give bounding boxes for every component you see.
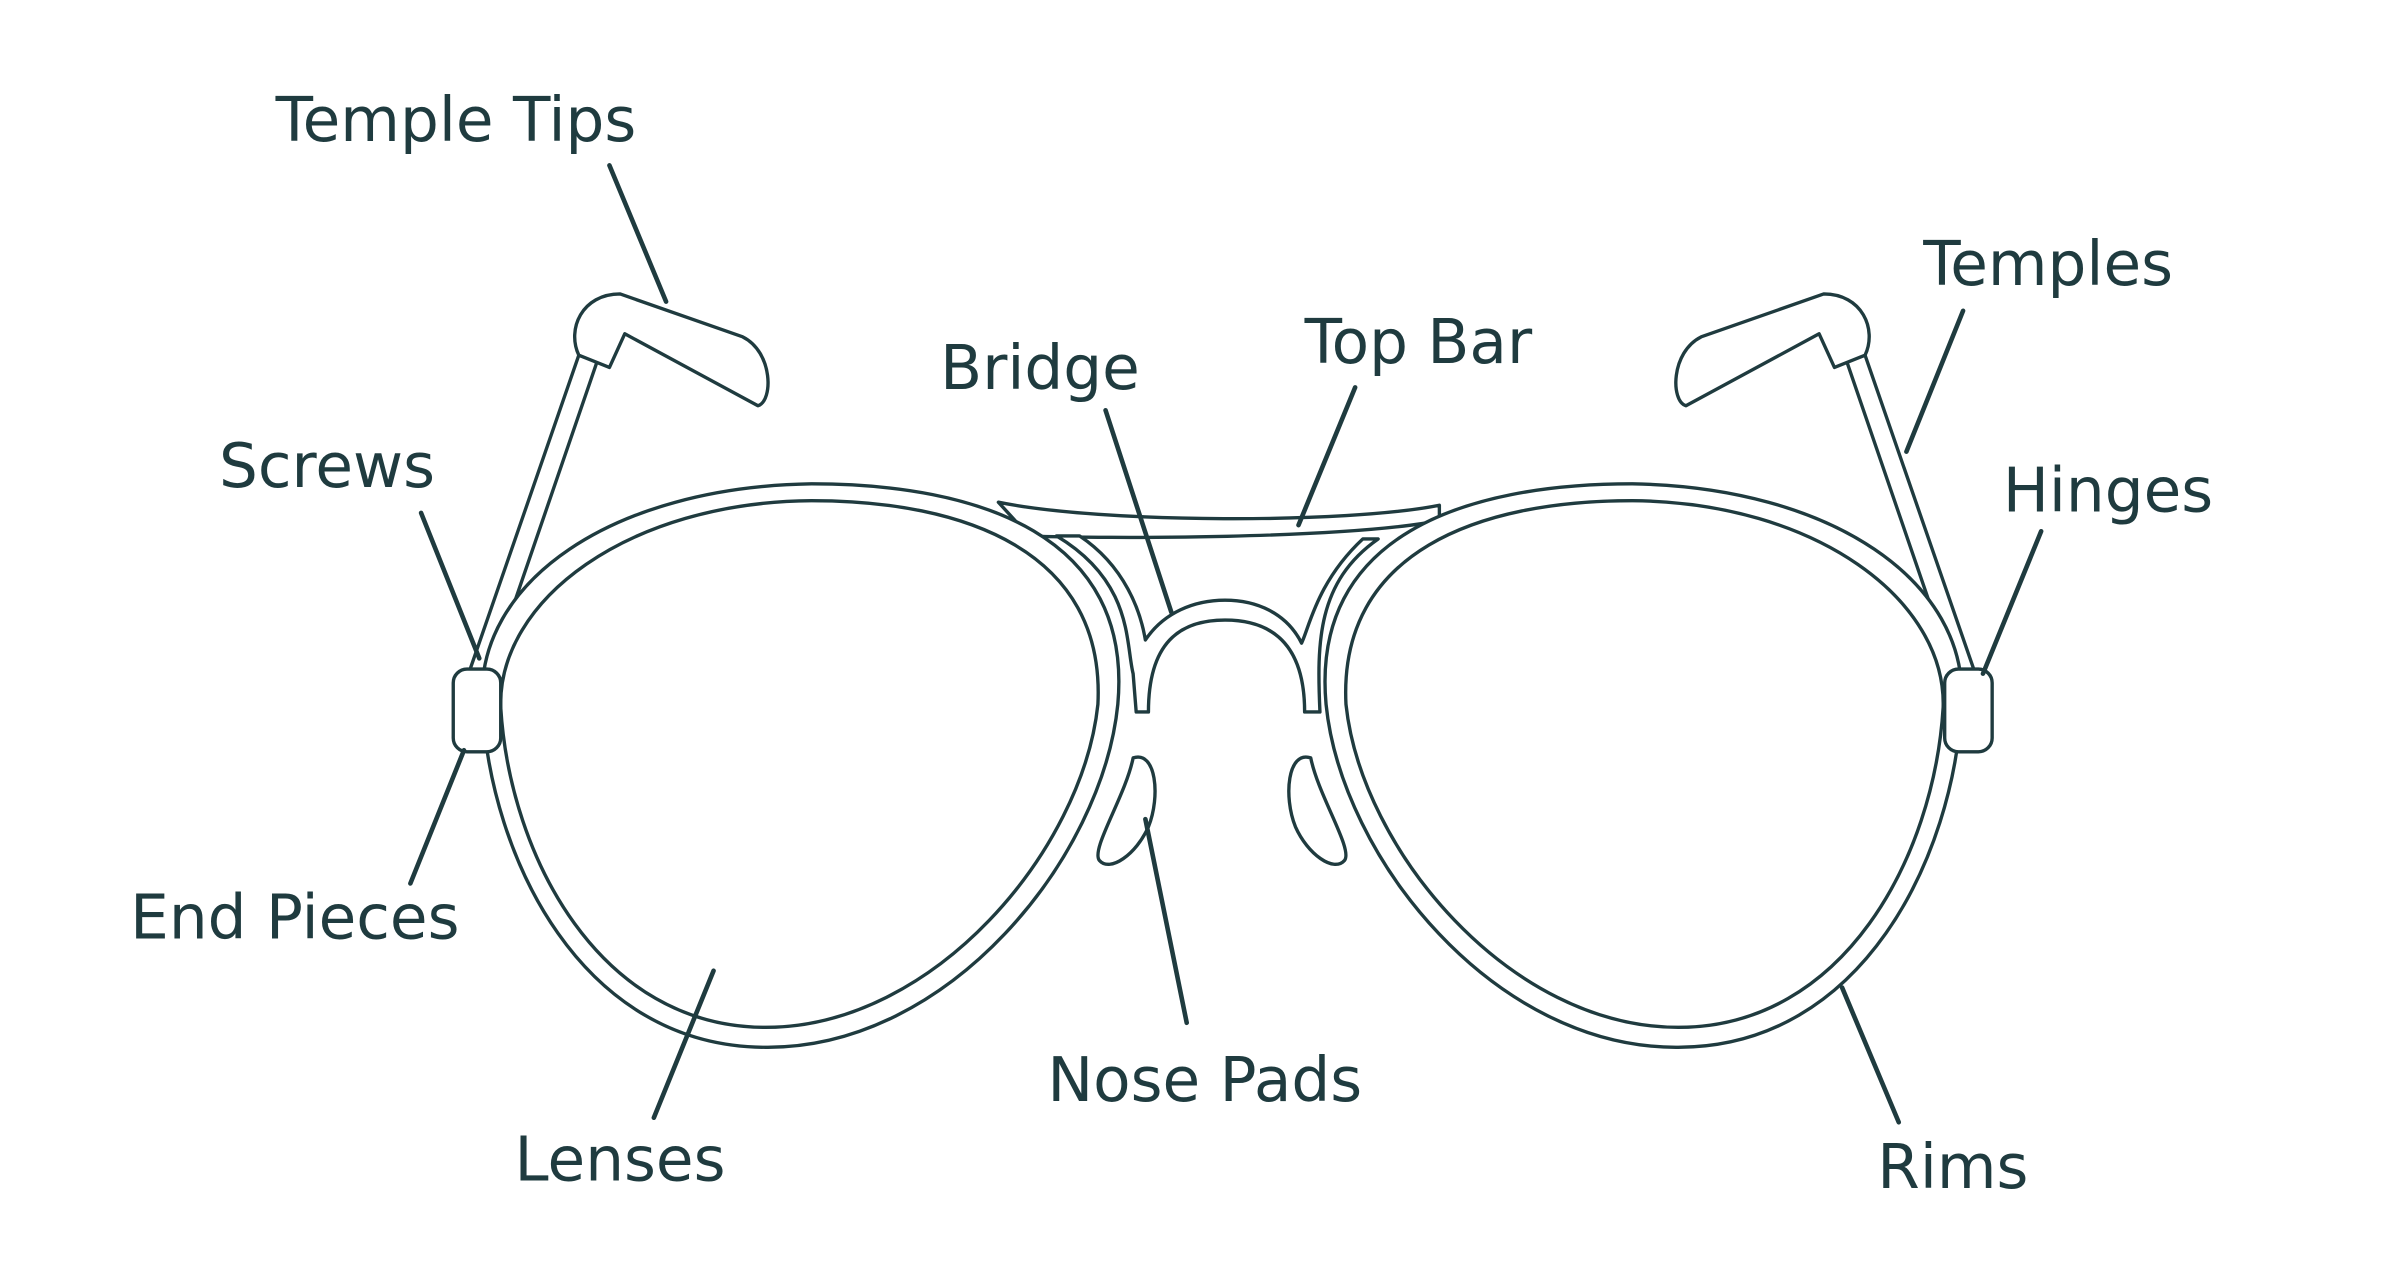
labels: Temple Tips Screws End Pieces Lenses Bri…: [130, 85, 2213, 1203]
right-rim: [1323, 482, 1964, 1049]
eyeglasses-illustration: [451, 292, 1994, 1049]
label-nose-pads: Nose Pads: [1047, 1045, 1362, 1116]
label-top-bar: Top Bar: [1304, 307, 1533, 378]
label-temple-tips: Temple Tips: [275, 85, 637, 156]
right-end-piece: [1943, 667, 1994, 754]
leader-screws: [418, 510, 482, 661]
left-lens: [499, 498, 1100, 1030]
right-nose-pad: [1287, 755, 1348, 867]
leader-bridge: [1103, 408, 1174, 615]
label-temples: Temples: [1922, 229, 2173, 300]
label-lenses: Lenses: [515, 1124, 726, 1195]
left-rim: [480, 482, 1121, 1049]
leader-rims: [1839, 985, 1902, 1125]
label-rims: Rims: [1877, 1132, 2028, 1203]
leader-nose-pads: [1143, 816, 1190, 1026]
leader-temples: [1904, 308, 1966, 454]
leader-end-pieces: [408, 747, 467, 886]
leader-temple-tips: [607, 163, 669, 304]
label-screws: Screws: [219, 431, 435, 502]
leader-lenses: [651, 968, 716, 1120]
left-end-piece: [451, 667, 503, 754]
top-bar: [996, 500, 1442, 540]
right-lens: [1344, 498, 1945, 1030]
label-bridge: Bridge: [940, 333, 1140, 404]
left-nose-pad: [1096, 755, 1157, 867]
label-hinges: Hinges: [2003, 455, 2213, 526]
label-end-pieces: End Pieces: [130, 883, 459, 954]
leader-lines: [408, 163, 2044, 1125]
leader-hinges: [1980, 528, 2044, 676]
leader-top-bar: [1296, 385, 1358, 528]
